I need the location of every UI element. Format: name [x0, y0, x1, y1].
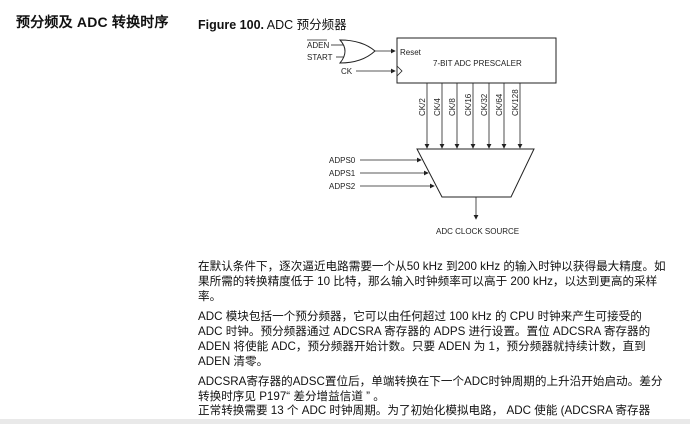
- prescaler-title: 7-BIT ADC PRESCALER: [433, 59, 522, 68]
- multiplexer: [416, 148, 535, 198]
- section-title: 预分频及 ADC 转换时序: [16, 14, 169, 30]
- prescaler-output-label: CK/16: [464, 93, 473, 116]
- aden-label: ADEN: [307, 41, 329, 50]
- page-bottom-edge: [0, 419, 690, 424]
- figure-label: Figure 100.: [198, 18, 264, 32]
- reset-label: Reset: [400, 48, 422, 57]
- prescaler-output-label: CK/2: [418, 98, 427, 116]
- adc-clock-source-label: ADC CLOCK SOURCE: [436, 227, 519, 236]
- start-label: START: [307, 53, 333, 62]
- figure-caption: ADC 预分频器: [266, 18, 347, 32]
- prescaler-output-label: CK/32: [480, 93, 489, 116]
- select-input-label: ADPS2: [329, 182, 356, 191]
- ck-label: CK: [341, 67, 353, 76]
- prescaler-box: [396, 37, 557, 84]
- select-input-label: ADPS1: [329, 169, 356, 178]
- prescaler-output-label: CK/8: [448, 98, 457, 116]
- paragraph-2: ADC 模块包括一个预分频器，它可以由任何超过 100 kHz 的 CPU 时钟…: [198, 310, 651, 368]
- paragraph-3: ADCSRA寄存器的ADSC置位后，单端转换在下一个ADC时钟周期的上升沿开始启…: [198, 375, 663, 403]
- paragraph-4: 正常转换需要 13 个 ADC 时钟周期。为了初始化模拟电路， ADC 使能 (…: [198, 404, 651, 417]
- prescaler-diagram: ADEN START CK Reset 7-BIT ADC PRESCALER …: [307, 37, 557, 236]
- or-gate: [338, 39, 376, 64]
- prescaler-output-label: CK/4: [433, 98, 442, 116]
- select-input-label: ADPS0: [329, 156, 356, 165]
- clock-input-icon: [396, 65, 403, 77]
- figure-title: Figure 100. ADC 预分频器: [198, 14, 347, 33]
- paragraph-1: 在默认条件下，逐次逼近电路需要一个从50 kHz 到200 kHz 的输入时钟以…: [198, 260, 666, 303]
- prescaler-output-label: CK/128: [511, 89, 520, 116]
- prescaler-output-label: CK/64: [495, 93, 504, 116]
